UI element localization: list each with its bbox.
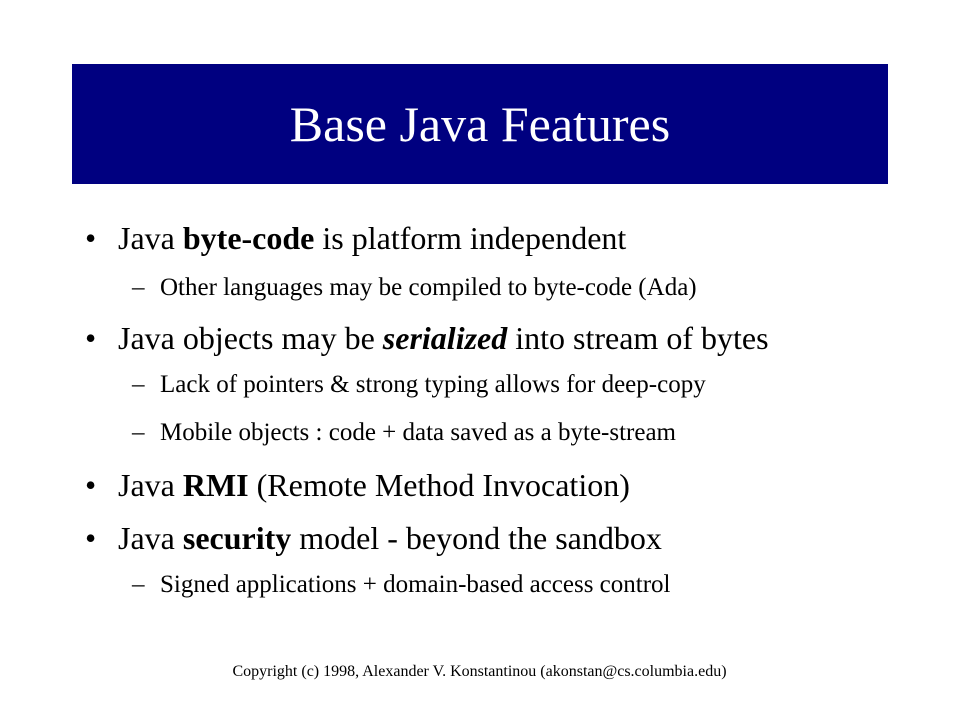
text: Other languages may be compiled to byte-… xyxy=(160,274,697,301)
dash-marker: – xyxy=(132,274,145,301)
copyright-footer: Copyright (c) 1998, Alexander V. Konstan… xyxy=(232,663,727,680)
text: (Remote Method Invocation) xyxy=(248,467,630,503)
bullet-item: • Java security model - beyond the sandb… xyxy=(85,520,662,556)
sub-bullet-item: – Lack of pointers & strong typing allow… xyxy=(132,371,706,399)
bullet-item: • Java objects may be serialized into st… xyxy=(85,320,769,356)
bold-italic-text: serialized xyxy=(382,320,508,356)
bold-text: RMI xyxy=(182,467,249,503)
text: Java xyxy=(118,520,183,556)
text: model - beyond the sandbox xyxy=(291,520,662,556)
bullet-item: • Java RMI (Remote Method Invocation) xyxy=(85,467,630,503)
text: is platform independent xyxy=(314,220,627,256)
sub-bullet-item: – Signed applications + domain-based acc… xyxy=(132,571,671,599)
text: Mobile objects : code + data saved as a … xyxy=(160,419,677,446)
bold-text: security xyxy=(182,520,292,556)
dash-marker: – xyxy=(132,371,145,398)
slide-title: Base Java Features xyxy=(289,96,671,152)
bullet-marker: • xyxy=(85,520,97,556)
text: into stream of bytes xyxy=(507,320,769,356)
text: Lack of pointers & strong typing allows … xyxy=(160,371,706,398)
bullet-item: • Java byte-code is platform independent xyxy=(85,220,627,256)
bullet-marker: • xyxy=(85,320,97,356)
bullet-marker: • xyxy=(85,220,97,256)
bold-text: byte-code xyxy=(182,220,315,256)
text: Signed applications + domain-based acces… xyxy=(160,571,671,598)
text: Java xyxy=(118,467,183,503)
title-band: Base Java Features xyxy=(72,64,888,184)
text: Java xyxy=(118,220,183,256)
dash-marker: – xyxy=(132,419,145,446)
sub-bullet-item: – Mobile objects : code + data saved as … xyxy=(132,419,677,447)
sub-bullet-item: – Other languages may be compiled to byt… xyxy=(132,274,697,302)
text: Java objects may be xyxy=(118,320,383,356)
dash-marker: – xyxy=(132,571,145,598)
bullet-marker: • xyxy=(85,467,97,503)
